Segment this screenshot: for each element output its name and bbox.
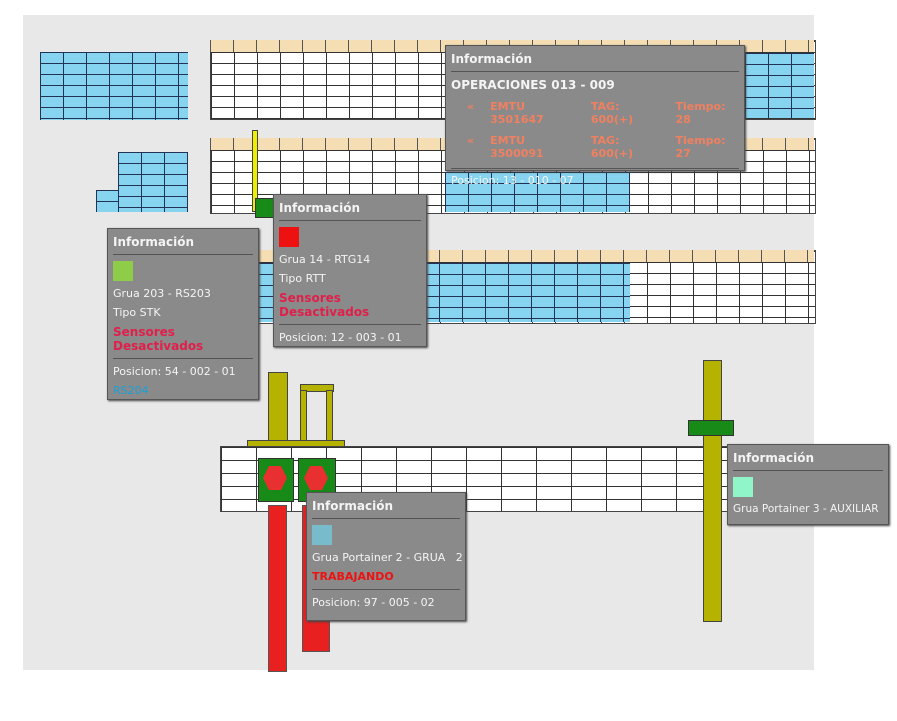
related-crane-link[interactable]: RS204 <box>113 384 149 397</box>
tooltip-title: Información <box>113 235 253 255</box>
tooltip-title: Información <box>279 201 421 221</box>
position: Posicion: 54 - 002 - 01 <box>113 365 236 378</box>
divider <box>279 324 421 325</box>
crane-boom <box>268 505 287 672</box>
crane-portainer-2[interactable] <box>300 384 334 392</box>
info-tooltip-portainer2: Información Grua Portainer 2 - GRUA 2 TR… <box>306 492 466 621</box>
info-tooltip-grua203: Información Grua 203 - RS203 Tipo STK Se… <box>107 228 259 400</box>
crane-name: Grua 203 - RS203 <box>113 287 211 300</box>
arrow-icon: « <box>467 134 475 147</box>
hexagon-marker-icon <box>263 466 287 490</box>
crane-cabin[interactable] <box>688 420 734 436</box>
time: Tiempo: 27 <box>675 134 726 160</box>
divider <box>113 358 253 359</box>
color-swatch <box>279 227 299 247</box>
tooltip-title: Información <box>312 499 460 519</box>
info-tooltip-operaciones: Información OPERACIONES 013 - 009 « EMTU … <box>445 45 745 187</box>
color-swatch <box>113 261 133 281</box>
crane-frame <box>247 440 345 447</box>
color-swatch <box>733 477 753 497</box>
container-block[interactable] <box>40 52 188 120</box>
crane-name: Grua Portainer 2 - GRUA 2 <box>312 551 463 564</box>
operation-row[interactable]: « EMTU 3501647 TAG: 600(+) Tiempo: 28 <box>451 100 739 126</box>
time: Tiempo: 28 <box>675 100 726 126</box>
tag: TAG: 600(+) <box>590 134 634 160</box>
position: Posicion: 13 - 010 - 07 <box>451 174 574 187</box>
crane-portainer-3[interactable] <box>703 360 722 622</box>
divider <box>451 168 739 169</box>
color-swatch <box>312 525 332 545</box>
container-block[interactable] <box>118 152 188 212</box>
crane-portainer-1[interactable] <box>268 372 288 444</box>
status: TRABAJANDO <box>312 570 394 583</box>
unit-id: EMTU 3501647 <box>490 100 544 126</box>
position: Posicion: 12 - 003 - 01 <box>279 331 402 344</box>
position: Posicion: 97 - 005 - 02 <box>312 596 435 609</box>
operations-heading: OPERACIONES 013 - 009 <box>451 78 615 92</box>
crane-name: Grua Portainer 3 - AUXILIAR <box>733 503 879 515</box>
hexagon-marker-icon <box>304 466 328 490</box>
crane-type: Tipo STK <box>113 306 161 319</box>
container-block[interactable] <box>745 53 814 118</box>
divider <box>312 589 460 590</box>
crane-leg <box>326 390 333 444</box>
tooltip-title: Información <box>733 451 883 471</box>
crane-leg <box>300 390 307 444</box>
arrow-icon: « <box>467 100 475 113</box>
crane-type: Tipo RTT <box>279 272 326 285</box>
crane-name: Grua 14 - RTG14 <box>279 253 371 266</box>
status: Sensores Desactivados <box>279 291 370 319</box>
tooltip-title: Información <box>451 52 739 72</box>
tag: TAG: 600(+) <box>590 100 634 126</box>
container-block[interactable] <box>445 172 630 212</box>
status: Sensores Desactivados <box>113 325 204 353</box>
unit-id: EMTU 3500091 <box>490 134 544 160</box>
container-block[interactable] <box>96 190 118 212</box>
operation-row[interactable]: « EMTU 3500091 TAG: 600(+) Tiempo: 27 <box>451 134 739 160</box>
info-tooltip-grua14: Información Grua 14 - RTG14 Tipo RTT Sen… <box>273 194 427 347</box>
info-tooltip-portainer3: Información Grua Portainer 3 - AUXILIAR <box>727 444 889 525</box>
